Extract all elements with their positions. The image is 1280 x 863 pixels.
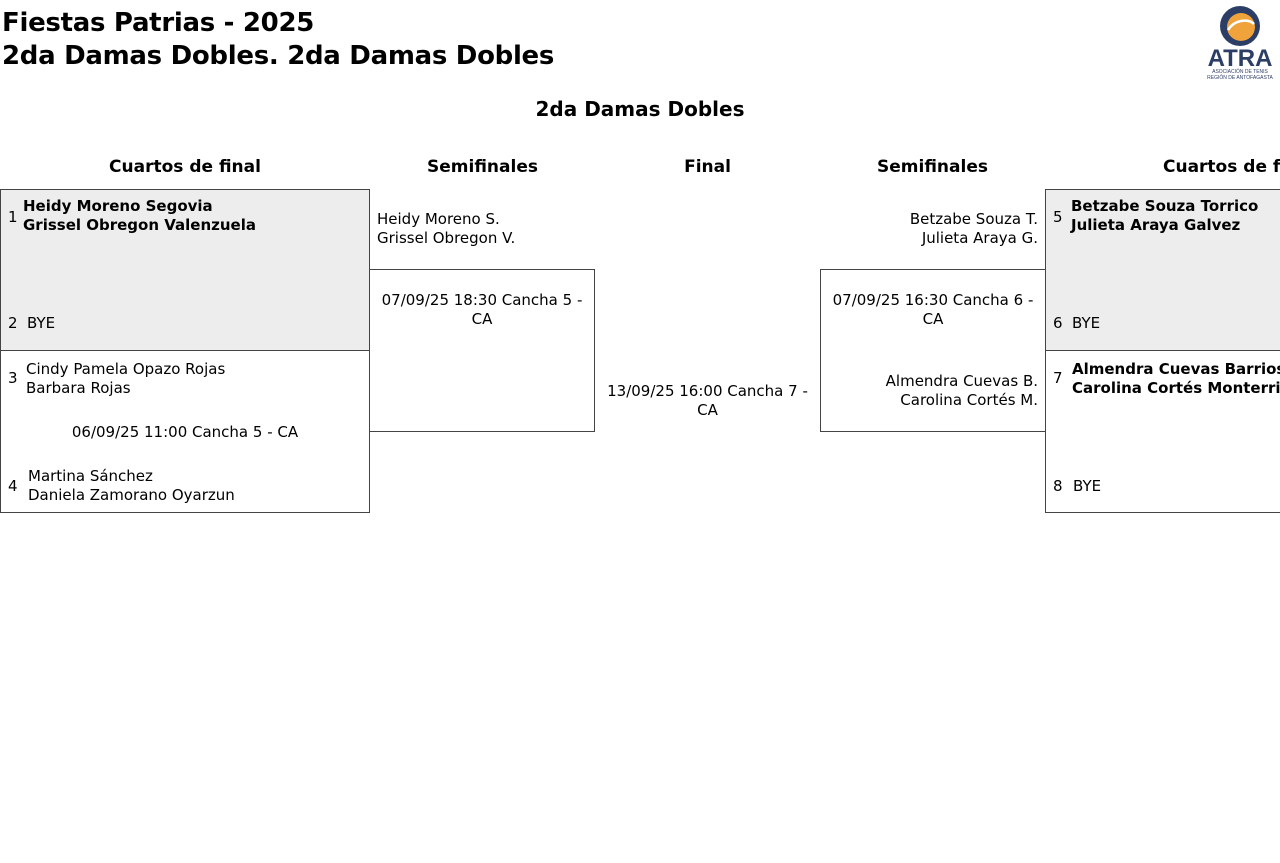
bye-entry: BYE: [27, 314, 56, 332]
player-name: Cindy Pamela Opazo Rojas: [26, 360, 226, 378]
player-name: Julieta Araya Galvez: [1071, 216, 1241, 234]
seed-number: 6: [1053, 314, 1063, 332]
bye-entry: BYE: [1073, 477, 1102, 495]
right-qf-match-1: 5 Betzabe Souza Torrico Julieta Araya Ga…: [1045, 189, 1280, 351]
left-sf-team-top: Heidy Moreno S. Grissel Obregon V.: [377, 210, 515, 248]
round-header-left-quarterfinals: Cuartos de final: [109, 157, 261, 177]
team-entry: Martina Sánchez Daniela Zamorano Oyarzun: [28, 467, 235, 505]
tennis-ball-icon: [1220, 6, 1260, 46]
player-name: Carolina Cortés Monterricha: [1072, 379, 1280, 397]
logo-subtitle-1: ASOCIACIÓN DE TENIS: [1212, 68, 1268, 75]
left-qf-match-2: 3 Cindy Pamela Opazo Rojas Barbara Rojas…: [0, 350, 370, 513]
atra-logo: ATRA ASOCIACIÓN DE TENIS REGIÓN DE ANTOF…: [1207, 6, 1273, 81]
seed-number: 1: [8, 208, 18, 226]
match-schedule: 06/09/25 11:00 Cancha 5 - CA: [71, 423, 299, 441]
seed-number: 3: [8, 369, 18, 387]
right-sf-team-bottom: Almendra Cuevas B. Carolina Cortés M.: [841, 372, 1038, 410]
player-name: Carolina Cortés M.: [900, 391, 1038, 409]
seed-number: 7: [1053, 369, 1063, 387]
event-title: 2da Damas Dobles. 2da Damas Dobles: [2, 41, 555, 71]
round-header-right-semifinals: Semifinales: [877, 157, 988, 177]
left-qf-match-1: 1 Heidy Moreno Segovia Grissel Obregon V…: [0, 189, 370, 351]
left-sf-match: 07/09/25 18:30 Cancha 5 - CA: [369, 269, 595, 432]
team-entry: Heidy Moreno Segovia Grissel Obregon Val…: [23, 197, 256, 235]
match-schedule: 07/09/25 18:30 Cancha 5 - CA: [381, 291, 583, 328]
right-sf-team-top: Betzabe Souza T. Julieta Araya G.: [850, 210, 1038, 248]
seed-number: 4: [8, 477, 18, 495]
player-name: Julieta Araya G.: [921, 229, 1038, 247]
logo-subtitle-2: REGIÓN DE ANTOFAGASTA: [1207, 74, 1273, 81]
player-name: Grissel Obregon V.: [377, 229, 516, 247]
round-header-left-semifinals: Semifinales: [427, 157, 538, 177]
player-name: Heidy Moreno S.: [377, 210, 500, 228]
player-name: Grissel Obregon Valenzuela: [23, 216, 256, 234]
team-entry: Cindy Pamela Opazo Rojas Barbara Rojas: [26, 360, 225, 398]
team-entry: Betzabe Souza Torrico Julieta Araya Galv…: [1071, 197, 1258, 235]
seed-number: 5: [1053, 208, 1063, 226]
player-name: Heidy Moreno Segovia: [23, 197, 213, 215]
player-name: Daniela Zamorano Oyarzun: [28, 486, 235, 504]
right-sf-match: 07/09/25 16:30 Cancha 6 - CA Almendra Cu…: [820, 269, 1046, 432]
round-header-final: Final: [684, 157, 731, 177]
final-match-schedule: 13/09/25 16:00 Cancha 7 - CA: [607, 382, 808, 419]
logo-name: ATRA: [1208, 45, 1273, 72]
bracket-title: 2da Damas Dobles: [535, 97, 745, 121]
player-name: Betzabe Souza T.: [909, 210, 1038, 228]
tournament-title: Fiestas Patrias - 2025: [2, 8, 315, 38]
player-name: Betzabe Souza Torrico: [1071, 197, 1259, 215]
right-qf-match-2: 7 Almendra Cuevas Barrios Carolina Corté…: [1045, 350, 1280, 513]
player-name: Almendra Cuevas B.: [885, 372, 1038, 390]
match-schedule: 07/09/25 16:30 Cancha 6 - CA: [832, 291, 1034, 328]
round-header-right-quarterfinals: Cuartos de fin: [1163, 157, 1280, 177]
seed-number: 8: [1053, 477, 1063, 495]
player-name: Barbara Rojas: [26, 379, 131, 397]
player-name: Almendra Cuevas Barrios: [1072, 360, 1280, 378]
team-entry: Almendra Cuevas Barrios Carolina Cortés …: [1072, 360, 1280, 398]
bye-entry: BYE: [1072, 314, 1101, 332]
player-name: Martina Sánchez: [28, 467, 153, 485]
seed-number: 2: [8, 314, 18, 332]
